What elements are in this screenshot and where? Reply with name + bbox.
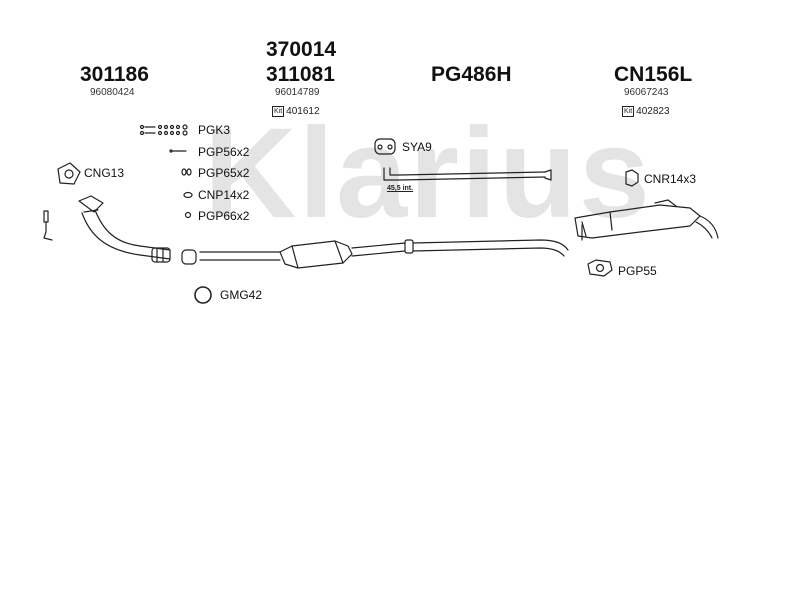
fitting-label-cnr14: CNR14x3 (644, 172, 697, 186)
lambda-sensor-icon (43, 210, 53, 241)
middle-pipe-icon (404, 239, 569, 257)
part-number-cn156l: CN156L (614, 63, 693, 86)
fitting-label-pgp65: PGP65x2 (198, 166, 250, 180)
kit-number: Kit 401612 (272, 106, 320, 117)
front-downpipe-icon (78, 195, 171, 263)
clamp-icon (181, 249, 197, 265)
fitting-label-sya9: SYA9 (402, 140, 432, 154)
kit-tag: Kit (622, 106, 635, 117)
rear-silencer-icon (574, 199, 719, 241)
kit-tag: Kit (272, 106, 285, 117)
gmg42-ring-icon (194, 286, 212, 304)
oem-number: 96014789 (275, 87, 320, 98)
cng13-gasket-icon (57, 162, 81, 185)
kit-value: 402823 (636, 106, 670, 117)
pipe-section-icon (383, 167, 552, 181)
pgp65-washer-icon (181, 168, 192, 176)
catalytic-converter-icon (199, 240, 406, 269)
part-number-pg486h: PG486H (431, 63, 512, 86)
fitting-label-pgk3: PGK3 (198, 123, 231, 137)
fitting-label-pgp66: PGP66x2 (198, 209, 250, 223)
dimension-note: 45,5 int. (387, 185, 414, 192)
pgp55-gasket-icon (587, 259, 613, 277)
pgp56-bolt-icon (169, 149, 187, 153)
oem-number: 96067243 (624, 87, 669, 98)
part-number-311081: 311081 (266, 63, 335, 86)
cnr14-nut-icon (625, 169, 639, 187)
pgp66-washer-icon (184, 211, 192, 219)
kit-number: Kit 402823 (622, 106, 670, 117)
fitting-label-pgp56: PGP56x2 (198, 145, 250, 159)
fitting-label-cng13: CNG13 (84, 166, 125, 180)
fitting-label-pgp55: PGP55 (618, 264, 657, 278)
kit-value: 401612 (286, 106, 320, 117)
fitting-label-gmg42: GMG42 (220, 288, 263, 302)
oem-number: 96080424 (90, 87, 135, 98)
sya9-hanger-icon (374, 138, 396, 155)
part-number-301186: 301186 (80, 63, 149, 86)
pgk3-bolts-icon (139, 124, 188, 136)
fitting-label-cnp14: CNP14x2 (198, 188, 250, 202)
brand-watermark: Klarius (204, 102, 652, 245)
cnp14-nut-icon (183, 191, 193, 199)
part-number-370014: 370014 (266, 38, 337, 61)
